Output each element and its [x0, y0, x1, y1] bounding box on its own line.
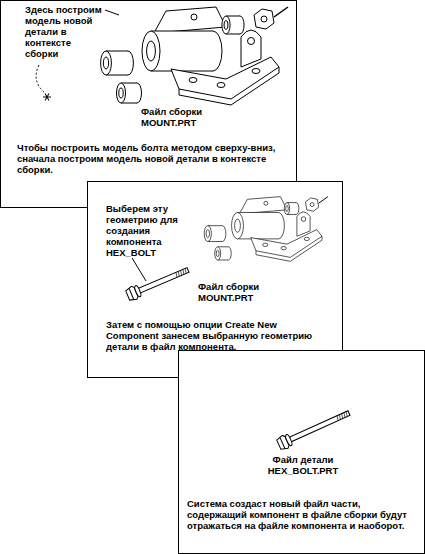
text: Здесь построим модель новой детали в кон… [25, 4, 102, 59]
callout-label: Файл детали HEX_BOLT.PRT [257, 455, 349, 477]
step-caption: Затем с помощью опции Create New Compone… [106, 320, 331, 353]
nut-hole [261, 16, 267, 22]
head-edge [129, 288, 134, 299]
text: Выберем эту геометрию для создания компо… [106, 203, 178, 258]
bolt-shaft [135, 268, 189, 295]
thread [336, 416, 339, 421]
text: Файл детали HEX_BOLT.PRT [268, 454, 339, 476]
bore-hole [147, 41, 156, 61]
bore-hole [235, 219, 241, 232]
mounting-bracket [171, 30, 279, 105]
step-panel: Выберем эту геометрию для создания компо… [87, 181, 343, 378]
bracket-hole [248, 38, 255, 45]
bracket-hole [301, 217, 306, 222]
cap-nut [254, 7, 288, 29]
leader-line [105, 10, 119, 15]
bracket-hole [263, 243, 268, 246]
nut-hole [310, 203, 314, 207]
bushing [222, 16, 244, 34]
bracket-hole [304, 237, 309, 240]
bracket-plate [171, 57, 279, 99]
cylinder-front [232, 212, 244, 238]
cylinder-front [101, 51, 112, 75]
callout-label: Здесь построим модель новой детали в кон… [25, 5, 105, 60]
hex-bolt [276, 407, 352, 451]
nut-body [254, 9, 274, 29]
thread [341, 414, 344, 419]
clamp-hole [191, 14, 197, 20]
bolt-shaft [286, 411, 350, 444]
text: Файл сборки MOUNT.PRT [141, 106, 202, 128]
asterisk-stroke [45, 94, 49, 101]
thread [177, 271, 180, 276]
mounting-bracket [251, 212, 322, 262]
callout-label: Файл сборки MOUNT.PRT [141, 107, 219, 129]
callout-label: Файл сборки MOUNT.PRT [198, 282, 276, 304]
nut-body [305, 198, 318, 211]
bushing [284, 203, 299, 215]
asterisk-stroke [45, 94, 49, 101]
step-panel: Файл детали HEX_BOLT.PRT Система создаст … [178, 350, 425, 554]
cylinder-front [222, 16, 230, 34]
clamp-body [232, 197, 287, 239]
cylinder-front [284, 203, 289, 215]
callout-label: Выберем эту геометрию для создания компо… [106, 204, 194, 259]
screw [319, 197, 328, 204]
leader-line [36, 65, 45, 93]
clamp-body [142, 7, 226, 71]
new-part-origin [43, 94, 51, 101]
bracket-hole [189, 78, 197, 83]
cylinder-front [215, 247, 221, 260]
bracket-hole [252, 69, 260, 74]
cylinder-front [204, 226, 211, 242]
screw [274, 7, 288, 17]
text: Чтобы построить модель болта методом све… [17, 142, 275, 175]
head-edge [280, 438, 285, 449]
bushing [142, 31, 222, 71]
cylinder-front [142, 31, 160, 71]
bushing [215, 247, 231, 260]
bore-hole [216, 250, 219, 257]
text: Система создаст новый файл части, содерж… [187, 498, 407, 531]
clamp-hole [264, 201, 268, 205]
bore-hole [206, 230, 209, 238]
clamp-top [154, 7, 226, 33]
text: Затем с помощью опции Create New Compone… [106, 319, 312, 352]
bracket-flange [179, 67, 279, 105]
clamp-top [239, 197, 287, 214]
thread [184, 268, 187, 273]
bore-hole [119, 88, 123, 98]
bushing [232, 212, 285, 238]
thread [180, 270, 183, 275]
bore-hole [224, 21, 228, 30]
bushing [117, 83, 142, 103]
bracket-flange [256, 236, 322, 261]
bracket-ear [297, 212, 310, 236]
thread [338, 415, 341, 420]
thread [343, 413, 346, 418]
thread [345, 412, 348, 417]
bracket-hole [217, 83, 225, 88]
bushing [101, 51, 134, 75]
bore-hole [103, 57, 108, 69]
thread [182, 269, 185, 274]
thread [175, 272, 178, 277]
bushing [204, 226, 226, 242]
assembly-view [204, 197, 328, 262]
washer [134, 285, 142, 298]
washer [285, 434, 294, 447]
step-panel: Здесь построим модель новой детали в кон… [0, 0, 297, 208]
bracket-hole [281, 246, 286, 249]
assembly-view [101, 7, 288, 105]
bracket-plate [251, 230, 322, 258]
cap-nut [305, 197, 327, 212]
cylinder-front [117, 83, 126, 103]
bore-hole [286, 206, 289, 212]
hex-bolt [125, 264, 191, 302]
step-caption: Система создаст новый файл части, содерж… [187, 499, 419, 532]
step-caption: Чтобы построить модель болта методом све… [17, 143, 285, 176]
bracket-ear [241, 30, 261, 67]
text: Файл сборки MOUNT.PRT [198, 281, 259, 303]
